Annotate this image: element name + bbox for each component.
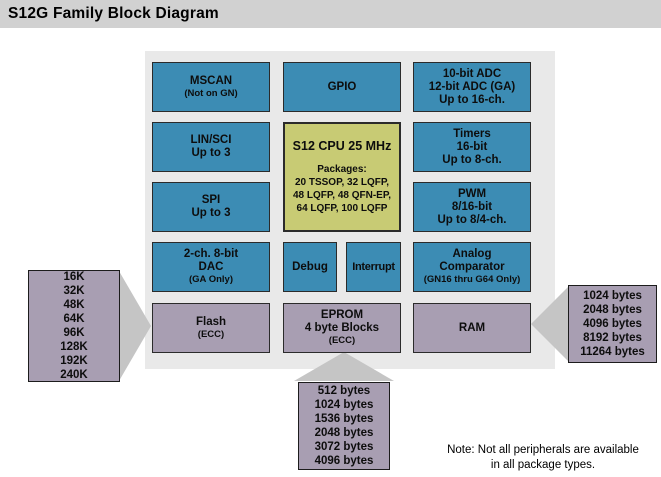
block-mscan: MSCAN (Not on GN) bbox=[152, 62, 270, 112]
block-title: GPIO bbox=[327, 80, 357, 93]
block-line: 16-bit bbox=[456, 140, 488, 153]
memory-size-item: 512 bytes bbox=[317, 385, 371, 397]
block-eprom: EPROM 4 byte Blocks (ECC) bbox=[283, 303, 401, 353]
block-subnote: (Not on GN) bbox=[184, 87, 238, 99]
block-line: SPI bbox=[201, 194, 221, 206]
block-line: Up to 8/4-ch. bbox=[437, 213, 507, 226]
memory-size-item: 8192 bytes bbox=[583, 332, 642, 344]
block-gpio: GPIO bbox=[283, 62, 401, 112]
page-title: S12G Family Block Diagram bbox=[8, 5, 219, 22]
block-line: 2-ch. 8-bit bbox=[183, 248, 239, 260]
block-line: Up to 8-ch. bbox=[442, 153, 502, 166]
block-line: 10-bit ADC bbox=[442, 67, 502, 80]
block-line: DAC bbox=[198, 261, 224, 273]
eprom-sizes-callout: 512 bytes 1024 bytes 1536 bytes 2048 bytes 3… bbox=[298, 382, 390, 470]
block-title: MSCAN bbox=[189, 74, 233, 87]
block-cpu: S12 CPU 25 MHz Packages: 20 TSSOP, 32 LQ… bbox=[283, 122, 401, 232]
block-title: Interrupt bbox=[352, 260, 395, 273]
memory-size-item: 1024 bytes bbox=[583, 290, 642, 302]
memory-size-item: 2048 bytes bbox=[583, 304, 642, 316]
memory-size-item: 4096 bytes bbox=[583, 318, 642, 330]
block-line: Up to 3 bbox=[191, 207, 231, 219]
block-subnote: (ECC) bbox=[197, 328, 225, 340]
block-line: EPROM bbox=[320, 309, 364, 321]
block-title: Flash bbox=[195, 315, 227, 328]
ram-sizes-callout: 1024 bytes 2048 bytes 4096 bytes 8192 bytes… bbox=[568, 285, 657, 363]
block-line: 12-bit ADC (GA) bbox=[428, 80, 516, 93]
block-dac: 2-ch. 8-bit DAC (GA Only) bbox=[152, 242, 270, 292]
block-pwm: PWM 8/16-bit Up to 8/4-ch. bbox=[413, 182, 531, 232]
block-lin-sci: LIN/SCI Up to 3 bbox=[152, 122, 270, 172]
title-bar: S12G Family Block Diagram bbox=[0, 0, 661, 28]
memory-size-item: 1024 bytes bbox=[314, 399, 374, 411]
block-line: PWM bbox=[457, 187, 487, 200]
block-line: Up to 3 bbox=[191, 147, 231, 159]
memory-size-item: 4096 bytes bbox=[314, 455, 374, 467]
footnote-line: in all package types. bbox=[490, 459, 596, 471]
block-adc: 10-bit ADC 12-bit ADC (GA) Up to 16-ch. bbox=[413, 62, 531, 112]
memory-size-item: 48K bbox=[63, 299, 85, 311]
block-line: Comparator bbox=[439, 261, 505, 273]
memory-size-item: 16K bbox=[63, 271, 85, 283]
block-line: LIN/SCI bbox=[190, 134, 232, 146]
block-interrupt: Interrupt bbox=[346, 242, 401, 292]
cpu-packages-label: Packages: bbox=[317, 164, 367, 175]
block-line: Analog bbox=[452, 248, 492, 260]
memory-size-item: 3072 bytes bbox=[314, 441, 374, 453]
footnote-line: Note: Not all peripherals are available bbox=[447, 444, 639, 456]
block-subnote: (ECC) bbox=[328, 335, 356, 346]
footnote: Note: Not all peripherals are available … bbox=[425, 443, 661, 473]
block-line: Up to 16-ch. bbox=[439, 93, 505, 106]
block-title: Debug bbox=[292, 260, 328, 273]
block-ram: RAM bbox=[413, 303, 531, 353]
cpu-packages-line: 20 TSSOP, 32 LQFP, bbox=[294, 177, 390, 188]
block-timers: Timers 16-bit Up to 8-ch. bbox=[413, 122, 531, 172]
block-spi: SPI Up to 3 bbox=[152, 182, 270, 232]
flash-sizes-callout: 16K 32K 48K 64K 96K 128K 192K 240K bbox=[28, 270, 120, 382]
memory-size-item: 64K bbox=[63, 313, 85, 325]
memory-size-item: 1536 bytes bbox=[314, 413, 374, 425]
memory-size-item: 2048 bytes bbox=[314, 427, 374, 439]
block-title: RAM bbox=[458, 321, 486, 334]
block-line: 8/16-bit bbox=[451, 200, 493, 213]
cpu-title: S12 CPU 25 MHz bbox=[292, 139, 392, 153]
block-debug: Debug bbox=[283, 242, 337, 292]
cpu-packages-line: 48 LQFP, 48 QFN-EP, bbox=[292, 190, 391, 201]
block-line: 4 byte Blocks bbox=[304, 322, 380, 334]
memory-size-item: 240K bbox=[60, 369, 88, 381]
memory-size-item: 32K bbox=[63, 285, 85, 297]
memory-size-item: 96K bbox=[63, 327, 85, 339]
block-flash: Flash (ECC) bbox=[152, 303, 270, 353]
cpu-packages-line: 64 LQFP, 100 LQFP bbox=[296, 203, 388, 214]
memory-size-item: 192K bbox=[60, 355, 88, 367]
memory-size-item: 128K bbox=[60, 341, 88, 353]
memory-size-item: 11264 bytes bbox=[580, 346, 645, 358]
block-subnote: (GN16 thru G64 Only) bbox=[423, 274, 521, 285]
block-subnote: (GA Only) bbox=[189, 274, 233, 285]
block-line: Timers bbox=[453, 127, 491, 140]
block-analog-comparator: Analog Comparator (GN16 thru G64 Only) bbox=[413, 242, 531, 292]
